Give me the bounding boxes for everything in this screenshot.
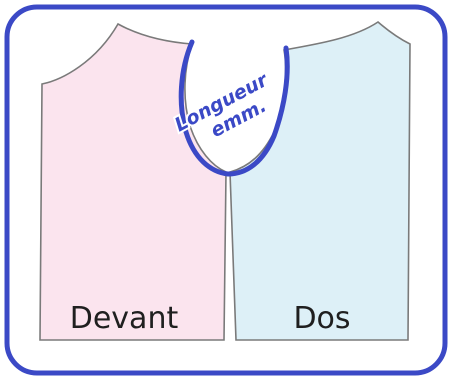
armhole-curve [178, 39, 290, 177]
back-label: Dos [293, 301, 350, 336]
front-label: Devant [70, 301, 179, 336]
back-piece [229, 20, 411, 341]
